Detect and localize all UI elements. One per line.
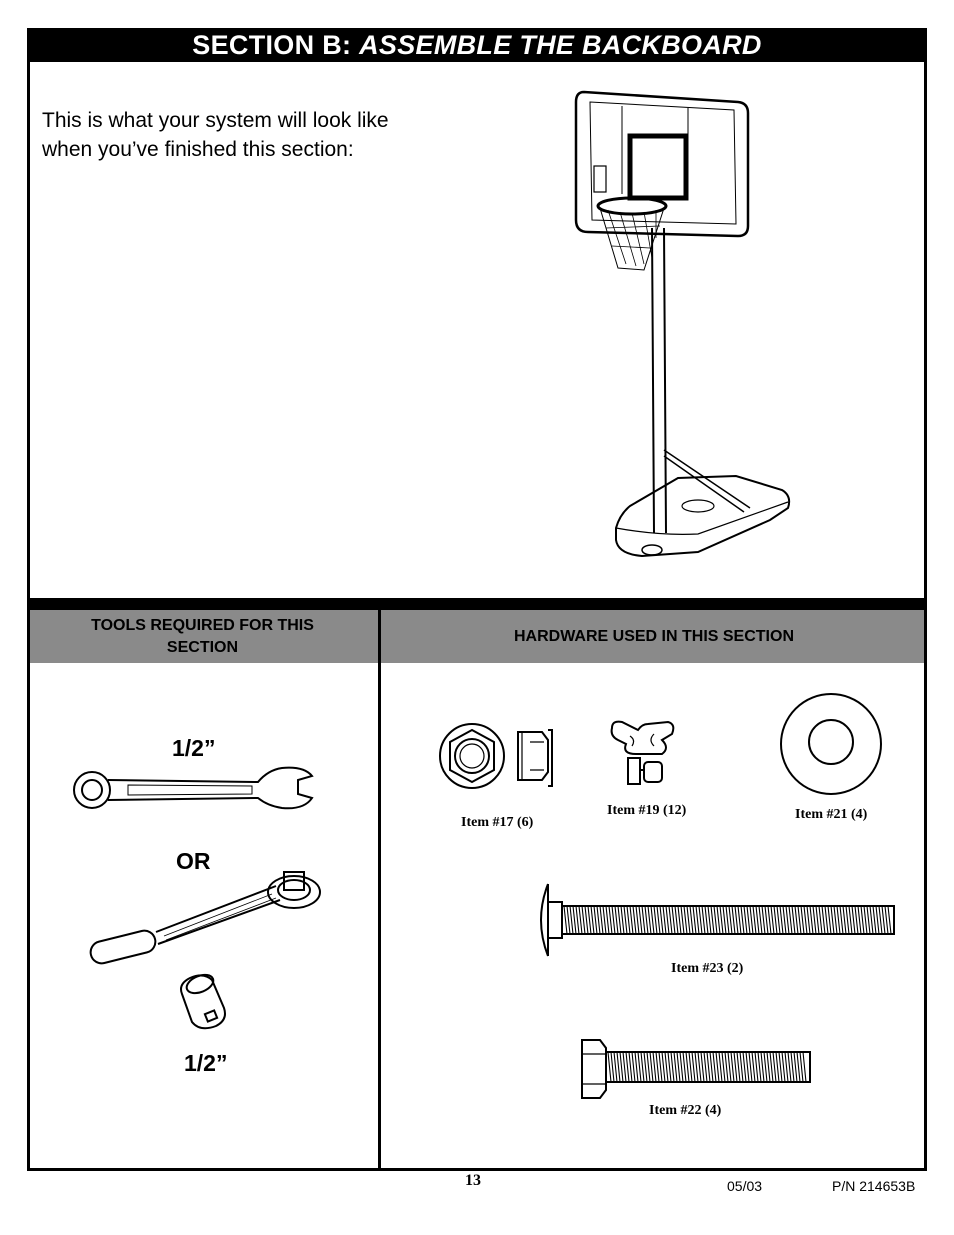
lower-panel — [27, 610, 927, 1171]
section-title-bar: SECTION B: ASSEMBLE THE BACKBOARD — [27, 28, 927, 62]
hardware-heading: HARDWARE USED IN THIS SECTION — [381, 610, 927, 663]
socket-size-label: 1/2” — [184, 1050, 228, 1076]
revision-date: 05/03 — [727, 1178, 763, 1194]
panel-divider — [27, 598, 927, 610]
hex-flange-nut-icon — [439, 723, 553, 789]
wrench-size-label: 1/2” — [172, 735, 216, 761]
item-21-label: Item #21 (4) — [795, 807, 868, 822]
tools-heading: TOOLS REQUIRED FOR THIS SECTION — [27, 610, 378, 663]
cam-clip-icon — [610, 720, 675, 785]
carriage-bolt-icon — [540, 883, 895, 957]
intro-line-1: This is what your system will look like — [42, 109, 389, 132]
column-separator — [378, 610, 381, 1169]
section-title: ASSEMBLE THE BACKBOARD — [359, 30, 762, 60]
tools-heading-line-2: SECTION — [166, 638, 239, 656]
intro-line-2: when you’ve finished this section: — [42, 138, 354, 161]
socket-icon — [180, 973, 226, 1030]
intro-text: This is what your system will look like … — [42, 106, 462, 164]
item-17-label: Item #17 (6) — [461, 815, 534, 830]
item-23-label: Item #23 (2) — [671, 961, 744, 976]
ratchet-icon — [89, 871, 321, 965]
hex-bolt-icon — [581, 1039, 811, 1099]
tools-heading-line-1: TOOLS REQUIRED FOR THIS — [91, 616, 314, 634]
item-22-label: Item #22 (4) — [649, 1103, 722, 1118]
wrench-icon — [73, 766, 314, 810]
preview-panel — [27, 62, 927, 598]
or-label: OR — [176, 848, 211, 874]
section-label: SECTION B: — [192, 30, 352, 60]
hardware-heading-text: HARDWARE USED IN THIS SECTION — [513, 627, 794, 645]
item-19-label: Item #19 (12) — [607, 803, 687, 818]
basketball-system-illustration — [574, 90, 791, 558]
page-number: 13 — [465, 1172, 481, 1189]
part-number: P/N 214653B — [832, 1178, 916, 1194]
washer-icon — [780, 693, 882, 795]
